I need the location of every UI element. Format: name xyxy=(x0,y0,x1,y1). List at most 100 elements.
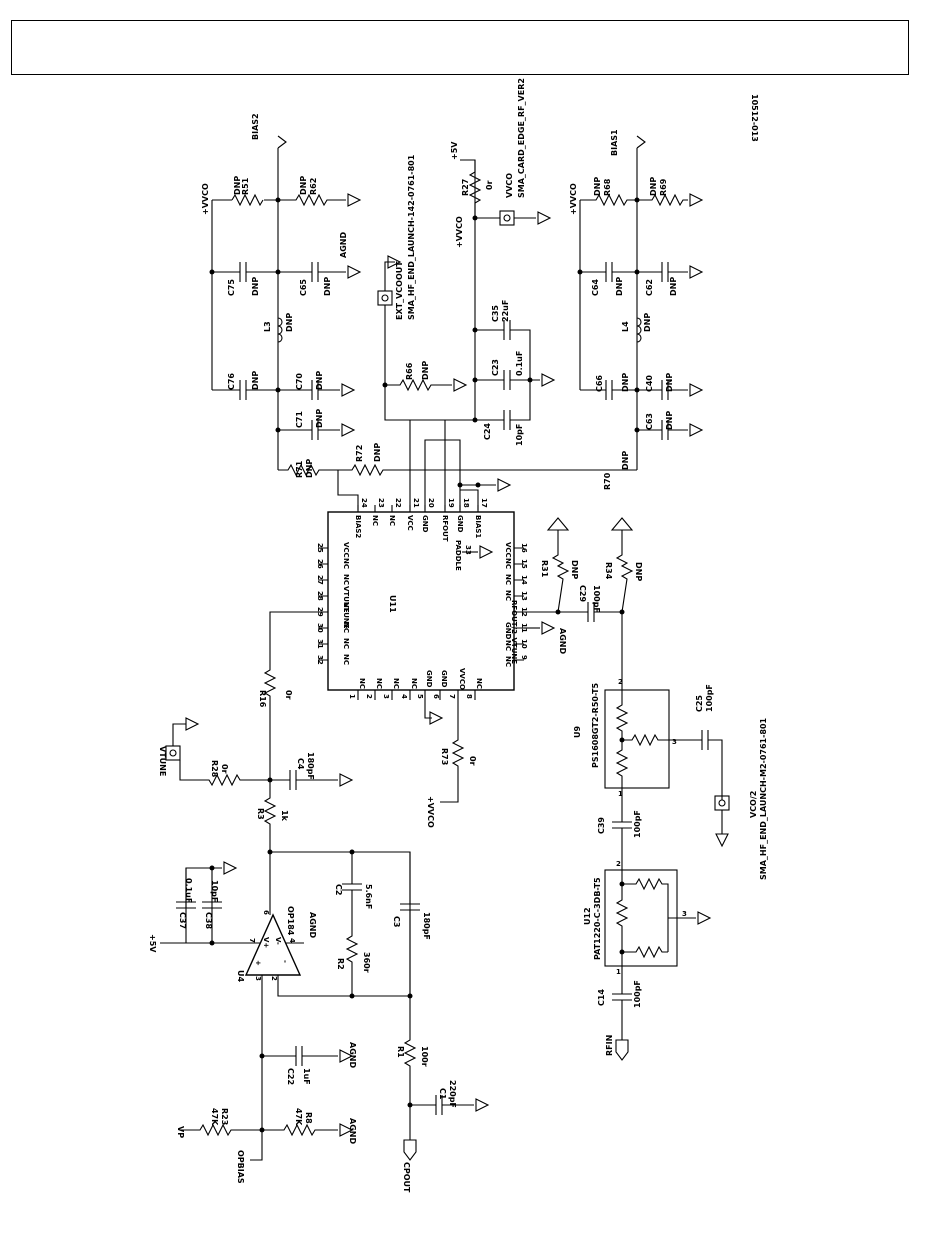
svg-text:R28: R28 xyxy=(210,760,219,778)
svg-text:C70: C70 xyxy=(295,373,304,390)
svg-text:R16: R16 xyxy=(258,690,267,708)
title-block-frame xyxy=(11,20,909,75)
svg-text:DNP: DNP xyxy=(634,562,643,581)
r51-resistor xyxy=(231,193,264,207)
svg-text:NC: NC xyxy=(371,515,379,526)
svg-text:VCO/2: VCO/2 xyxy=(749,791,758,818)
svg-text:NC: NC xyxy=(342,638,350,649)
l4-inductor xyxy=(636,317,642,343)
svg-text:VP: VP xyxy=(176,1126,185,1138)
svg-text:V-: V- xyxy=(274,937,282,945)
svg-text:180pF: 180pF xyxy=(306,752,315,780)
svg-text:DNP: DNP xyxy=(373,443,382,462)
svg-text:17: 17 xyxy=(480,498,488,508)
svg-text:R68: R68 xyxy=(603,178,612,196)
bias2-labels: BIAS2 +VVCO R51 DNP R62 DNP C75 DNP C65 … xyxy=(201,113,382,478)
svg-text:33: 33 xyxy=(464,545,472,555)
svg-text:100pF: 100pF xyxy=(633,810,642,838)
svg-text:DNP: DNP xyxy=(233,176,242,195)
svg-text:C2: C2 xyxy=(334,884,343,895)
svg-text:7: 7 xyxy=(448,694,456,699)
svg-text:C40: C40 xyxy=(645,375,654,392)
svg-text:C63: C63 xyxy=(645,413,654,430)
svg-text:R70: R70 xyxy=(603,472,612,490)
svg-text:24: 24 xyxy=(360,498,368,508)
svg-text:30: 30 xyxy=(316,623,324,633)
svg-text:C39: C39 xyxy=(597,817,606,834)
svg-text:NC: NC xyxy=(504,574,512,585)
svg-text:+5V: +5V xyxy=(450,141,459,160)
loop-filter-labels: R16 0r VTUNE R28 0r C4 180pF R73 0r +VVC… xyxy=(148,690,477,1193)
svg-text:VTUNE: VTUNE xyxy=(342,602,350,629)
svg-text:DNP: DNP xyxy=(593,177,602,196)
svg-text:1: 1 xyxy=(618,790,623,798)
svg-text:DNP: DNP xyxy=(323,277,332,296)
u11-ref: U11 xyxy=(388,595,397,613)
svg-text:C38: C38 xyxy=(204,912,213,929)
svg-text:C66: C66 xyxy=(595,375,604,392)
svg-text:13: 13 xyxy=(520,591,528,601)
svg-text:SMA_CARD_EDGE_RF_VER2: SMA_CARD_EDGE_RF_VER2 xyxy=(517,78,526,198)
svg-text:NC: NC xyxy=(388,515,396,526)
svg-text:NC: NC xyxy=(504,558,512,569)
svg-text:RFIN: RFIN xyxy=(605,1035,614,1056)
svg-text:RFOUT: RFOUT xyxy=(441,515,449,542)
svg-text:R8: R8 xyxy=(304,1112,313,1124)
svg-text:R66: R66 xyxy=(405,362,414,380)
ext-vcoout-connector xyxy=(377,290,393,306)
svg-text:C22: C22 xyxy=(286,1068,295,1085)
svg-text:18: 18 xyxy=(462,498,470,508)
svg-text:DNP: DNP xyxy=(621,373,630,392)
svg-text:R31: R31 xyxy=(540,560,549,578)
svg-text:DNP: DNP xyxy=(665,373,674,392)
svg-text:32: 32 xyxy=(316,655,324,665)
svg-text:AGND: AGND xyxy=(339,232,348,258)
svg-text:C37: C37 xyxy=(178,912,187,929)
svg-text:DNP: DNP xyxy=(251,371,260,390)
svg-text:1uF: 1uF xyxy=(302,1068,311,1085)
svg-text:C75: C75 xyxy=(227,279,236,296)
svg-text:+VVCO: +VVCO xyxy=(201,183,210,215)
svg-text:0r: 0r xyxy=(220,764,229,774)
svg-text:DNP: DNP xyxy=(421,361,430,380)
svg-text:R27: R27 xyxy=(461,179,470,196)
svg-text:VTUNE: VTUNE xyxy=(158,746,167,776)
u12-labels: C39 100pF 2 1 3 U12 PAT1220-C-3DB-T5 C14… xyxy=(583,810,687,1056)
svg-text:VCC: VCC xyxy=(504,542,512,558)
svg-text:DNP: DNP xyxy=(315,371,324,390)
svg-text:R72: R72 xyxy=(355,445,364,462)
svg-text:+VVCO: +VVCO xyxy=(455,216,464,248)
svg-text:DNP: DNP xyxy=(665,411,674,430)
svg-text:C35: C35 xyxy=(491,305,500,322)
svg-text:+VVCO: +VVCO xyxy=(426,796,435,828)
svg-text:R34: R34 xyxy=(604,562,613,580)
bias1-labels: BIAS1 +VVCO R68 DNP R69 DNP C64 DNP C62 … xyxy=(569,129,678,490)
svg-text:2: 2 xyxy=(365,694,373,699)
svg-text:U9: U9 xyxy=(573,726,582,738)
svg-text:DNP: DNP xyxy=(643,313,652,332)
svg-text:AGND: AGND xyxy=(348,1042,357,1068)
svg-text:2: 2 xyxy=(616,860,621,868)
svg-text:4: 4 xyxy=(400,694,408,699)
svg-text:9: 9 xyxy=(520,655,528,660)
svg-text:C4: C4 xyxy=(296,758,305,770)
svg-text:27: 27 xyxy=(316,575,324,585)
svg-text:10: 10 xyxy=(520,639,528,649)
svg-text:+VVCO: +VVCO xyxy=(569,183,578,215)
svg-text:VTUNE: VTUNE xyxy=(342,586,350,613)
svg-text:R3: R3 xyxy=(256,808,265,820)
svg-text:EXT_VCOOUT: EXT_VCOOUT xyxy=(395,261,404,320)
svg-text:10pF: 10pF xyxy=(515,424,524,446)
u9-splitter xyxy=(604,689,723,822)
svg-text:C23: C23 xyxy=(491,359,500,376)
svg-text:CPOUT: CPOUT xyxy=(402,1162,411,1193)
svg-text:SMA_HF_END_LAUNCH-142-0761-801: SMA_HF_END_LAUNCH-142-0761-801 xyxy=(407,154,416,320)
svg-text:C25: C25 xyxy=(695,695,704,712)
svg-text:29: 29 xyxy=(316,607,324,617)
svg-text:DNP: DNP xyxy=(315,409,324,428)
svg-text:GND: GND xyxy=(504,622,512,640)
svg-text:NC: NC xyxy=(475,678,483,689)
l3-inductor xyxy=(277,317,283,343)
c75-capacitor xyxy=(212,262,278,282)
svg-text:NC: NC xyxy=(342,654,350,665)
